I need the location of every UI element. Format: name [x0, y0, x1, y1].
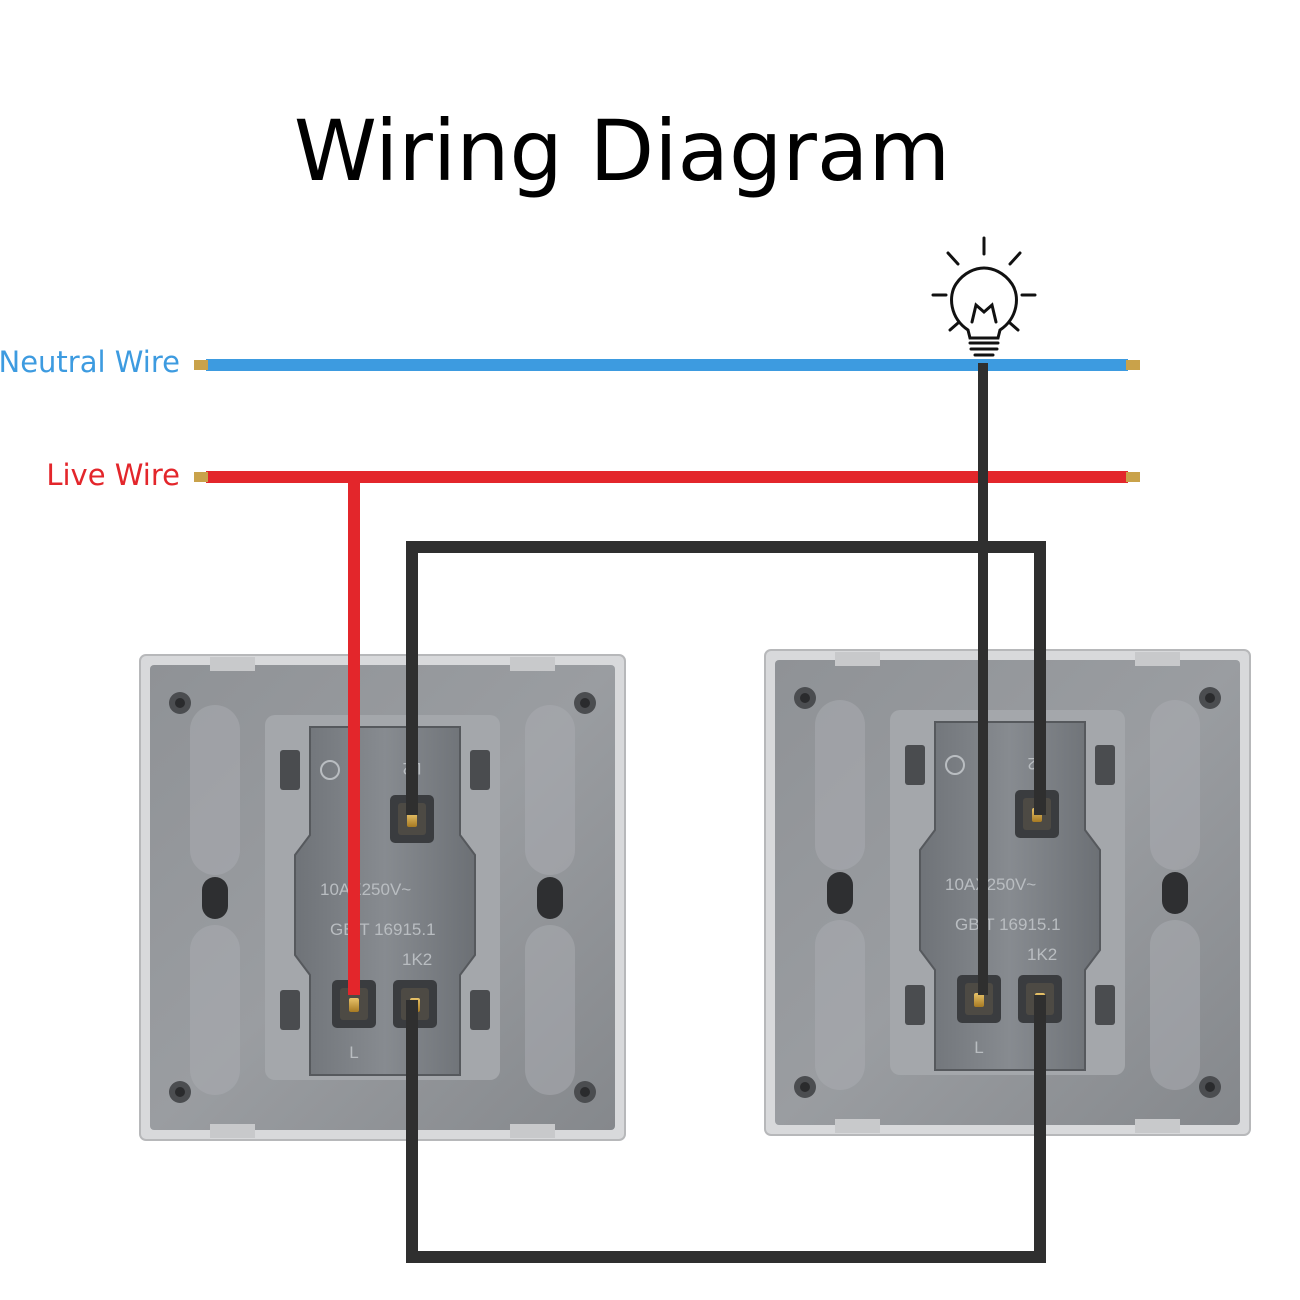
traveller-top-wire: [406, 541, 1046, 815]
light-bulb-icon: [931, 236, 1037, 357]
switch-left-indicator-icon: [320, 760, 340, 780]
switch-right-model: 1K2: [1027, 945, 1057, 964]
switch-left-model: 1K2: [402, 950, 432, 969]
neutral-wire: [194, 359, 1140, 371]
switch-right-terminal-bottom: L: [974, 1038, 983, 1057]
traveller-bottom-wire: [406, 995, 1046, 1263]
switch-right-rating: 10AX250V~: [945, 875, 1036, 894]
switch-left-terminal-bottom: L: [349, 1043, 358, 1062]
live-wire-label: Live Wire: [46, 458, 180, 492]
live-wire-end-right: [1126, 472, 1140, 482]
neutral-wire-label: Neutral Wire: [0, 345, 180, 379]
live-wire: [194, 471, 1140, 483]
neutral-wire-end-right: [1126, 360, 1140, 370]
diagram-title: Wiring Diagram: [294, 102, 950, 200]
live-wire-end-left: [194, 472, 208, 482]
switch-right-indicator-icon: [945, 755, 965, 775]
neutral-wire-end-left: [194, 360, 208, 370]
switch-right-standard: GB/T 16915.1: [955, 915, 1061, 934]
switch-left-standard: GB/T 16915.1: [330, 920, 436, 939]
switch-left: L2 10AX250V~ GB/T 16915.1 1K2 L: [139, 654, 626, 1141]
switch-left-rating: 10AX250V~: [320, 880, 411, 899]
switch-right: L2 10AX250V~ GB/T 16915.1 1K2 L: [764, 649, 1251, 1136]
